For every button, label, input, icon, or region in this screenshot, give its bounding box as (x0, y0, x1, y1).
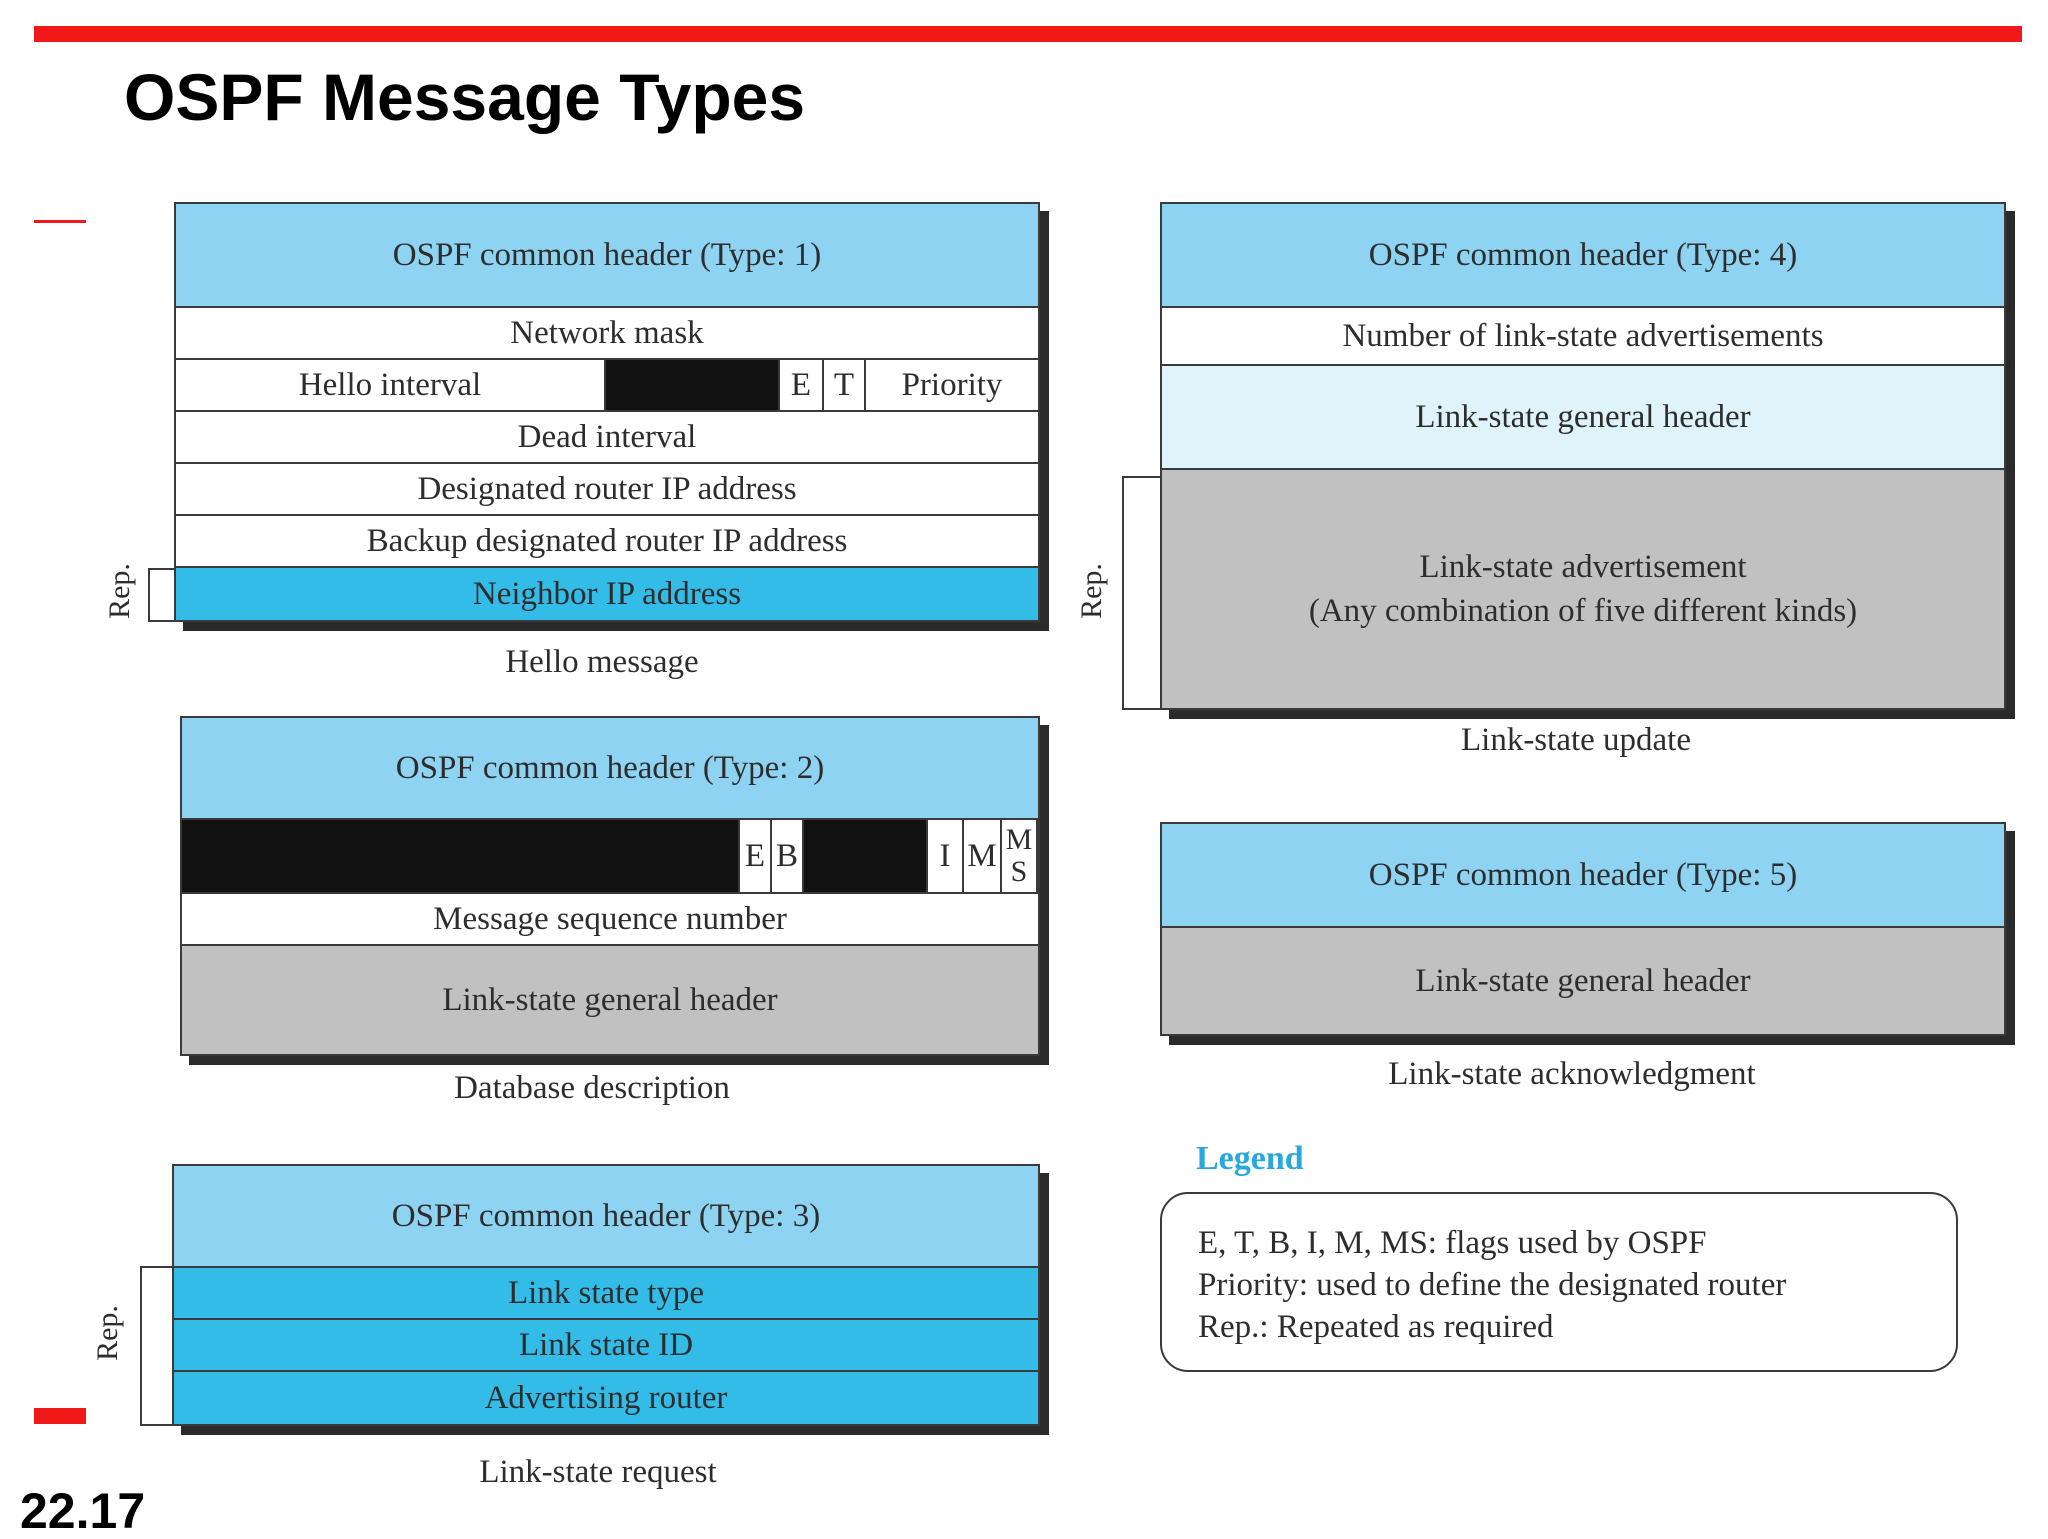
hello-caption: Hello message (505, 644, 699, 680)
database-description-diagram: OSPF common header (Type: 2) E B I M M S… (180, 716, 1040, 1056)
hello-backup-designated-router: Backup designated router IP address (174, 514, 1040, 568)
lsack-caption: Link-state acknowledgment (1388, 1056, 1756, 1092)
lsr-link-state-type: Link state type (172, 1266, 1040, 1320)
hello-common-header: OSPF common header (Type: 1) (174, 202, 1040, 308)
dbd-flag-m: M (962, 820, 1002, 892)
hello-dead-interval: Dead interval (174, 410, 1040, 464)
hello-flag-e: E (780, 360, 824, 410)
lsr-common-header: OSPF common header (Type: 3) (172, 1164, 1040, 1268)
legend-rep: Rep.: Repeated as required (1198, 1309, 1554, 1345)
lsu-rep-bracket (1122, 476, 1160, 710)
link-state-update-diagram: OSPF common header (Type: 4) Number of l… (1160, 202, 2006, 710)
link-state-request-diagram: OSPF common header (Type: 3) Link state … (172, 1164, 1040, 1426)
lsu-common-header: OSPF common header (Type: 4) (1160, 202, 2006, 308)
lsr-rep-bracket (140, 1266, 172, 1426)
lsu-lsa-line-1: Link-state advertisement (1419, 549, 1747, 585)
lsack-lsa-general-header: Link-state general header (1160, 926, 2006, 1036)
hello-designated-router: Designated router IP address (174, 462, 1040, 516)
dbd-flag-b: B (770, 820, 804, 892)
dbd-flag-ms: M S (1000, 820, 1038, 892)
top-accent-bar (34, 26, 2022, 42)
dbd-common-header: OSPF common header (Type: 2) (180, 716, 1040, 820)
accent-dash-bottom (34, 1408, 86, 1424)
link-state-ack-diagram: OSPF common header (Type: 5) Link-state … (1160, 822, 2006, 1036)
hello-priority: Priority (901, 366, 1003, 403)
dbd-flag-ms-s: S (1010, 855, 1028, 888)
dbd-flag-ms-m: M (1005, 823, 1033, 856)
hello-interval-row: Hello interval E T Priority (174, 358, 1040, 412)
lsr-caption: Link-state request (479, 1454, 717, 1490)
lsu-lsa-line-2: (Any combination of five different kinds… (1308, 593, 1858, 629)
hello-rep-bracket (148, 568, 174, 622)
dbd-flag-i: I (926, 820, 964, 892)
hello-unused-field (606, 360, 780, 410)
dbd-sequence-number: Message sequence number (180, 892, 1040, 946)
legend-box: E, T, B, I, M, MS: flags used by OSPF Pr… (1160, 1192, 1958, 1372)
lsu-caption: Link-state update (1460, 722, 1692, 758)
legend-flags: E, T, B, I, M, MS: flags used by OSPF (1198, 1225, 1707, 1261)
hello-neighbor-address: Neighbor IP address (174, 566, 1040, 622)
dbd-unused-field-1 (182, 820, 738, 892)
lsr-link-state-id: Link state ID (172, 1318, 1040, 1372)
hello-network-mask: Network mask (174, 306, 1040, 360)
lsu-number-of-lsas: Number of link-state advertisements (1160, 306, 2006, 366)
lsr-rep-label: Rep. (90, 1305, 124, 1361)
lsu-link-state-advertisement: Link-state advertisement (Any combinatio… (1160, 468, 2006, 710)
dbd-unused-field-2 (804, 820, 926, 892)
lsu-rep-label: Rep. (1074, 563, 1108, 619)
dbd-flag-e: E (738, 820, 772, 892)
page-number: 22.17 (20, 1483, 146, 1539)
dbd-caption: Database description (454, 1070, 730, 1106)
legend-title: Legend (1196, 1140, 1304, 1177)
lsu-lsa-general-header: Link-state general header (1160, 364, 2006, 470)
lsr-advertising-router: Advertising router (172, 1370, 1040, 1426)
page-title: OSPF Message Types (124, 60, 806, 134)
hello-rep-label: Rep. (102, 563, 136, 619)
hello-interval: Hello interval (176, 360, 606, 410)
legend-priority: Priority: used to define the designated … (1198, 1267, 1787, 1303)
accent-dash-top (34, 220, 86, 223)
hello-message-diagram: OSPF common header (Type: 1) Network mas… (174, 202, 1040, 622)
dbd-flags-row: E B I M M S (180, 818, 1040, 894)
dbd-lsa-general-header: Link-state general header (180, 944, 1040, 1056)
lsack-common-header: OSPF common header (Type: 5) (1160, 822, 2006, 928)
hello-flag-t: T (824, 360, 866, 410)
